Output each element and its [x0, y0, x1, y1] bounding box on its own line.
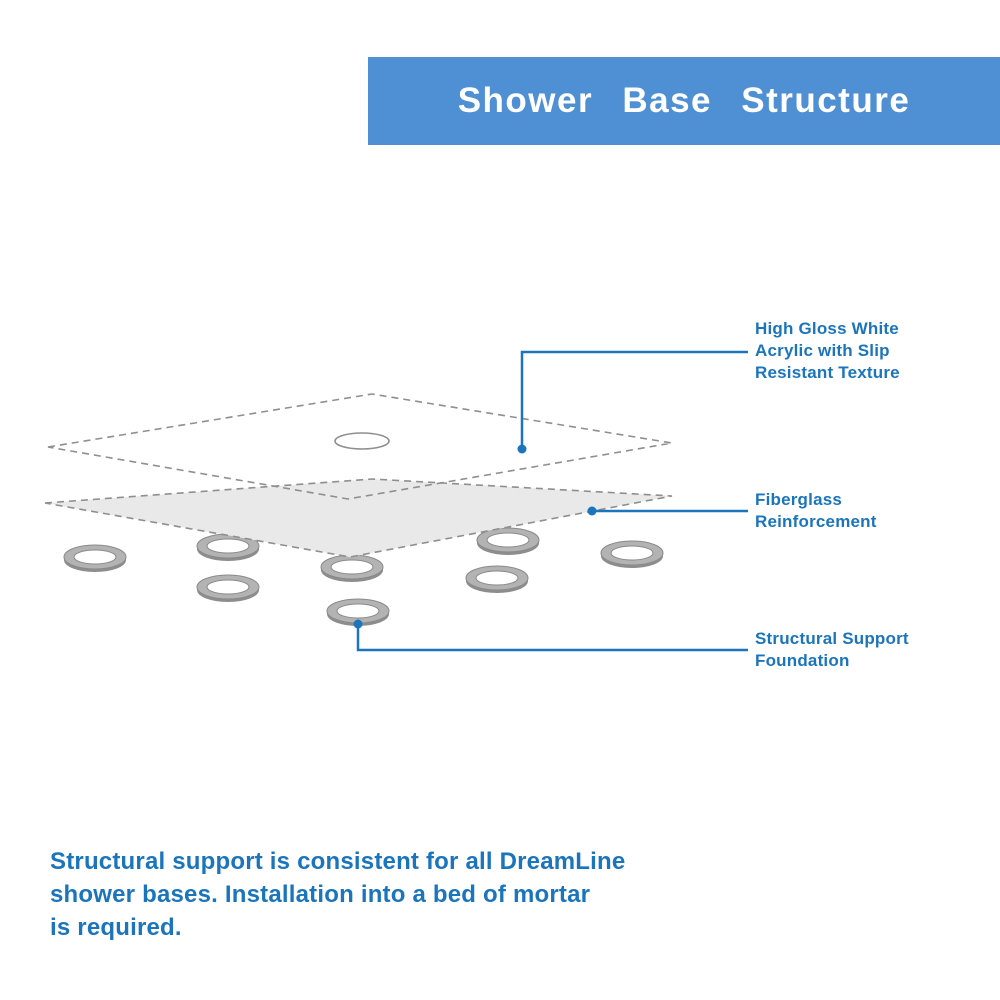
support-ring	[63, 544, 127, 572]
page-title: Shower Base Structure	[457, 81, 911, 120]
support-ring	[326, 598, 390, 626]
support-leader-line	[353, 619, 748, 652]
drain-hole-ellipse	[334, 432, 390, 450]
support-ring	[196, 574, 260, 602]
support-ring	[600, 540, 664, 568]
fiberglass-layer	[44, 478, 673, 558]
support-ring	[465, 565, 529, 593]
fiberglass-leader-line	[587, 506, 748, 516]
support-ring	[320, 554, 384, 582]
acrylic-leader-line	[517, 350, 748, 454]
footer-description: Structural support is consistent for all…	[50, 848, 626, 941]
support-foundation-label: Structural Support Foundation	[755, 629, 909, 670]
fiberglass-layer-label: Fiberglass Reinforcement	[755, 490, 877, 531]
header-banner: Shower Base Structure	[368, 57, 1000, 145]
support-ring	[476, 527, 540, 555]
acrylic-layer-label: High Gloss White Acrylic with Slip Resis…	[755, 319, 900, 382]
acrylic-top-layer-outline	[47, 393, 673, 500]
support-ring	[196, 533, 260, 561]
